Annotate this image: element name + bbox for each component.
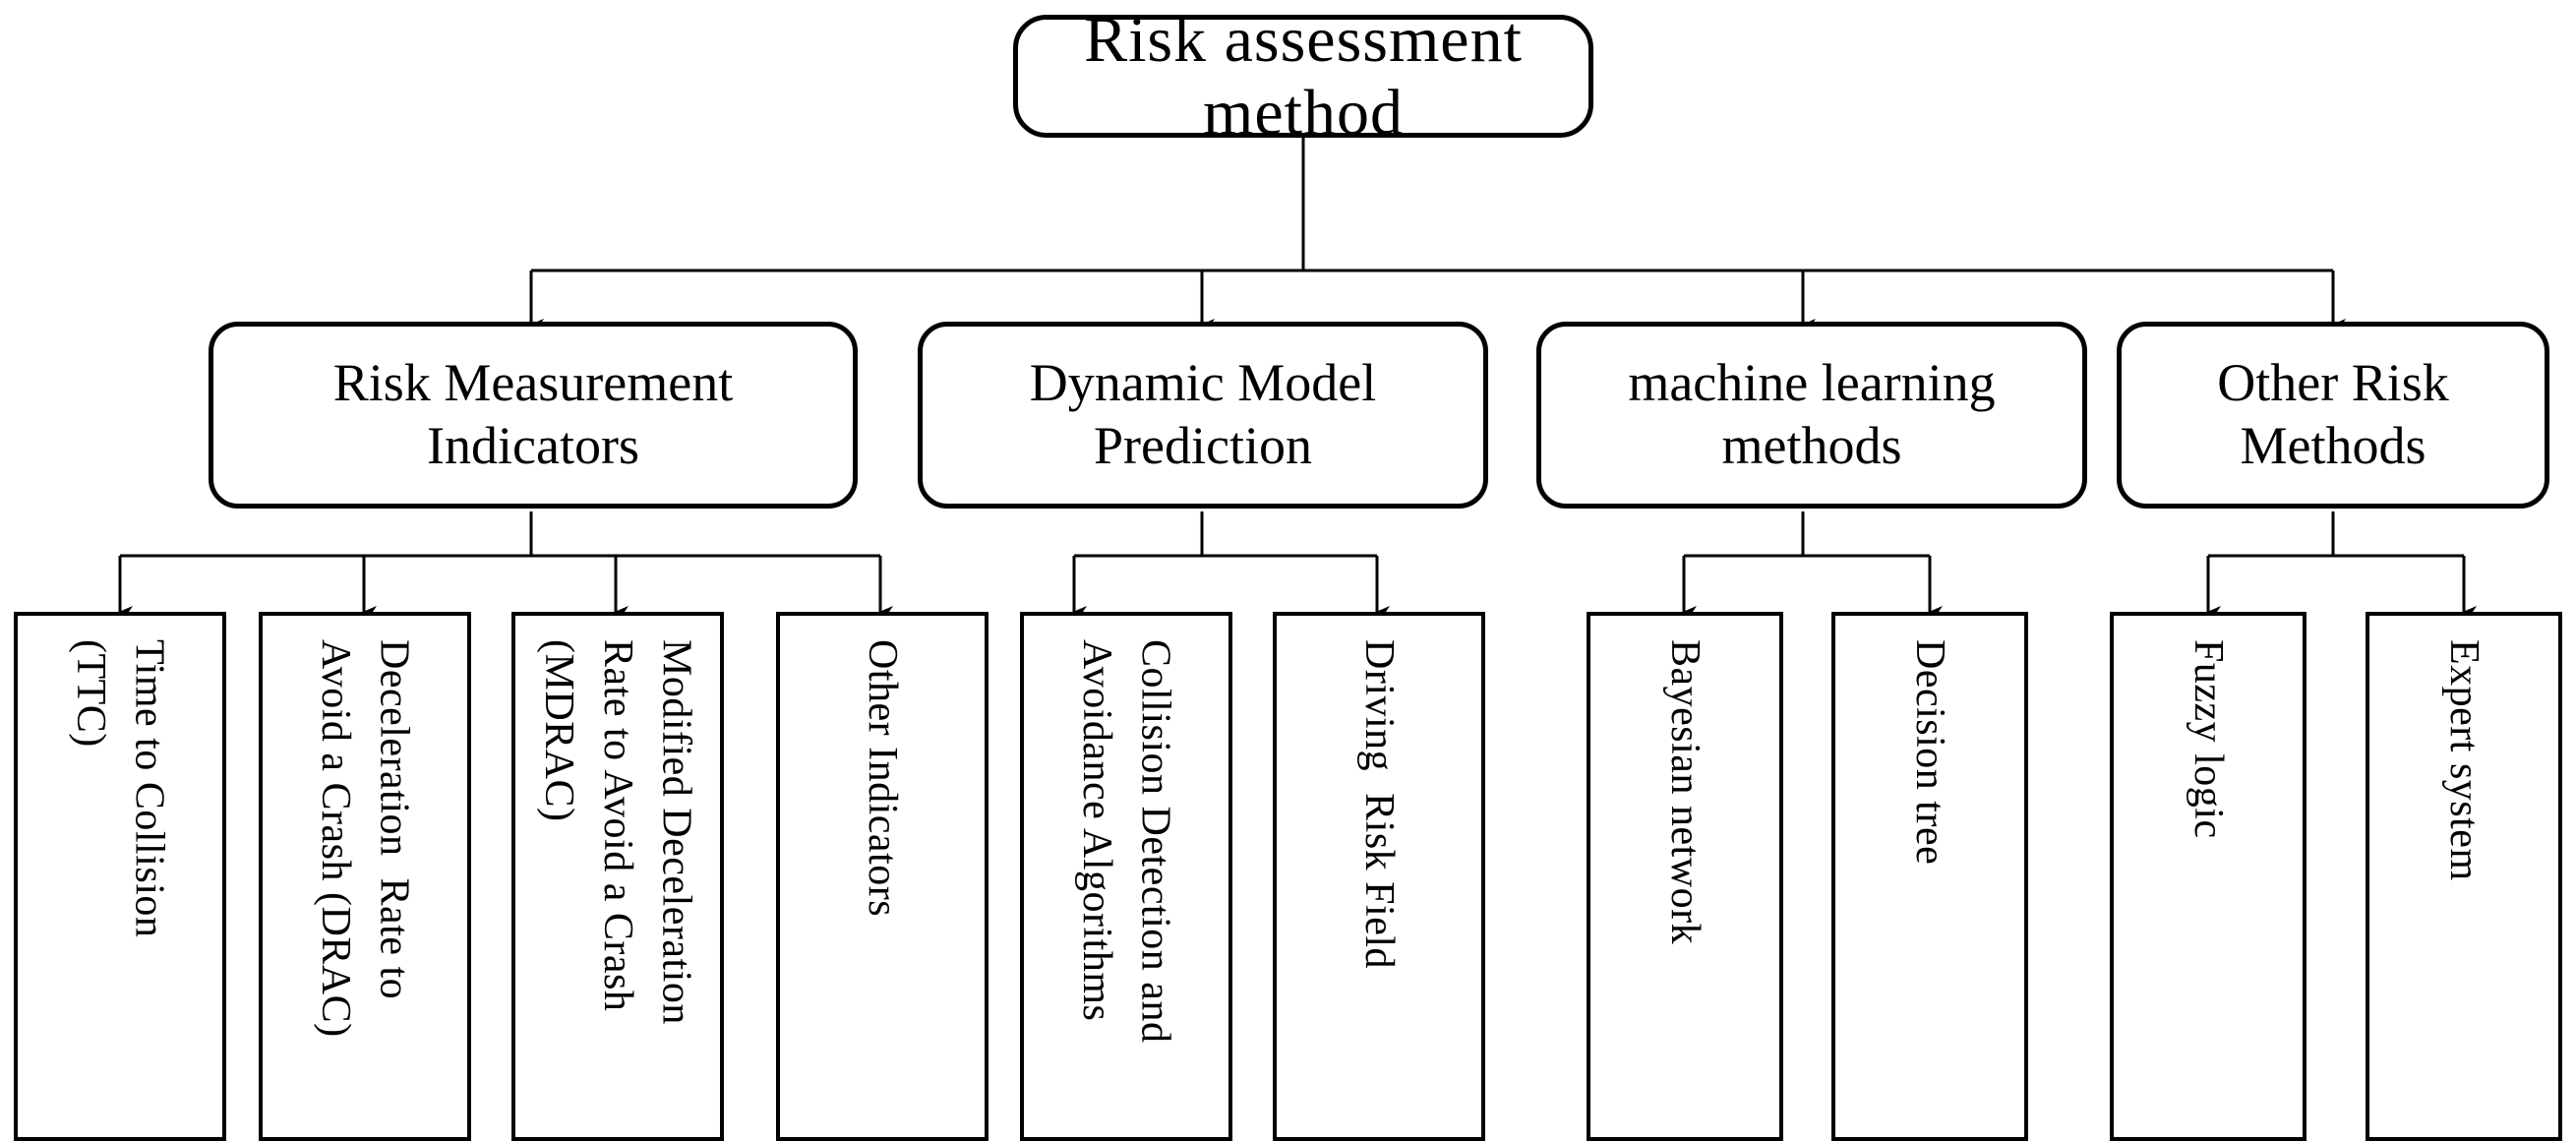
leaf-bayesian-network[interactable]: Bayesian network (1587, 612, 1783, 1141)
node-root-label: Risk assessment method (1084, 3, 1523, 149)
leaf-other-indicators-label: Other Indicators (859, 639, 905, 918)
node-dynamic-model-prediction[interactable]: Dynamic Model Prediction (918, 322, 1488, 509)
node-machine-learning-methods[interactable]: machine learning methods (1536, 322, 2087, 509)
leaf-other-indicators[interactable]: Other Indicators (776, 612, 988, 1141)
node-dynamic-model-prediction-label: Dynamic Model Prediction (1029, 353, 1377, 475)
leaf-decision-tree-label: Decision tree (1906, 639, 1952, 866)
leaf-time-to-collision-label: Time to Collision (TTC) (68, 639, 172, 938)
leaf-decision-tree[interactable]: Decision tree (1831, 612, 2028, 1141)
leaf-collision-detection-avoidance[interactable]: Collision Detection and Avoidance Algori… (1020, 612, 1232, 1141)
leaf-drac[interactable]: Deceleration Rate to Avoid a Crash (DRAC… (259, 612, 471, 1141)
leaf-mdrac[interactable]: Modified Deceleration Rate to Avoid a Cr… (511, 612, 724, 1141)
leaf-time-to-collision[interactable]: Time to Collision (TTC) (14, 612, 226, 1141)
leaf-mdrac-label: Modified Deceleration Rate to Avoid a Cr… (536, 639, 699, 1025)
leaf-expert-system[interactable]: Expert system (2366, 612, 2562, 1141)
leaf-fuzzy-logic-label: Fuzzy logic (2185, 639, 2231, 839)
node-risk-measurement-indicators[interactable]: Risk Measurement Indicators (209, 322, 858, 509)
leaf-driving-risk-field[interactable]: Driving Risk Field (1273, 612, 1485, 1141)
node-other-risk-methods-label: Other Risk Methods (2217, 353, 2449, 475)
leaf-drac-label: Deceleration Rate to Avoid a Crash (DRAC… (313, 639, 417, 1038)
node-machine-learning-methods-label: machine learning methods (1628, 353, 1996, 475)
leaf-expert-system-label: Expert system (2440, 639, 2486, 881)
leaf-bayesian-network-label: Bayesian network (1661, 639, 1707, 945)
node-other-risk-methods[interactable]: Other Risk Methods (2117, 322, 2549, 509)
leaf-driving-risk-field-label: Driving Risk Field (1355, 639, 1402, 970)
leaf-collision-detection-avoidance-label: Collision Detection and Avoidance Algori… (1074, 639, 1178, 1044)
node-root[interactable]: Risk assessment method (1013, 4, 1593, 149)
node-risk-measurement-indicators-label: Risk Measurement Indicators (332, 353, 734, 475)
leaf-fuzzy-logic[interactable]: Fuzzy logic (2110, 612, 2306, 1141)
